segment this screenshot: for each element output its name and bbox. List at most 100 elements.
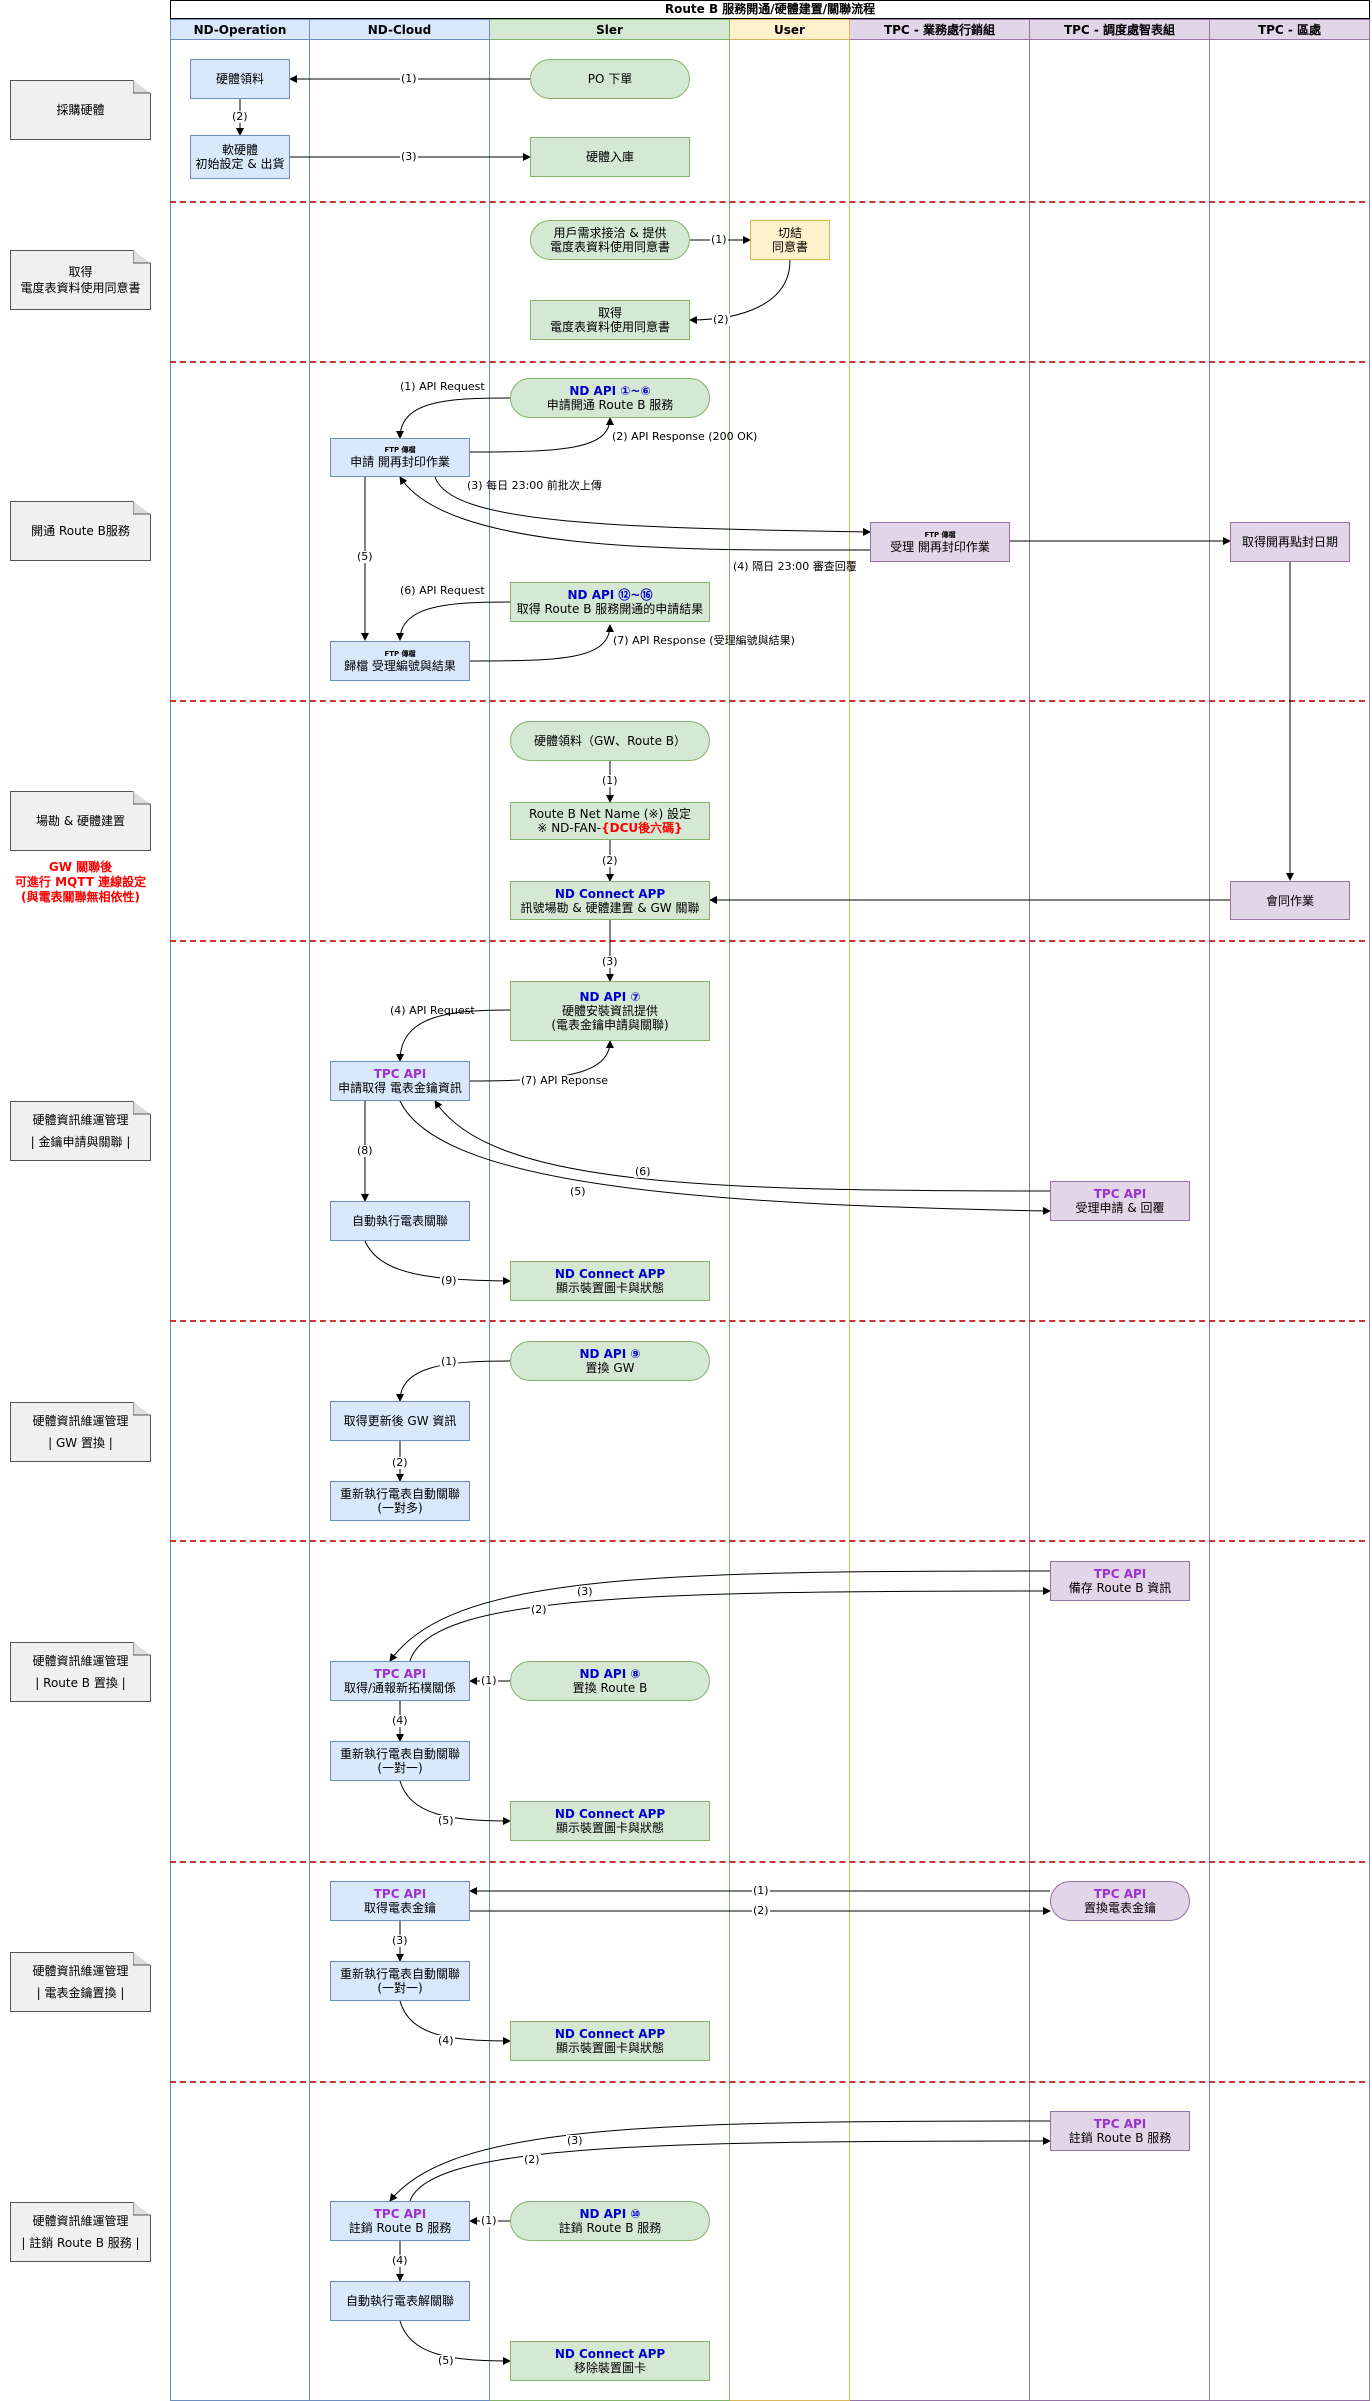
node-text: 申請取得 電表金鑰資訊 xyxy=(338,1081,462,1095)
node-text: 註銷 Route B 服務 xyxy=(1068,2131,1172,2145)
lane-header: TPC - 區處 xyxy=(1210,20,1369,40)
node-head: TPC API xyxy=(1093,1567,1147,1581)
node-text: 硬體領料（GW、Route B） xyxy=(533,734,687,748)
node-text: 置換 Route B xyxy=(572,1681,648,1695)
relink-one-box: 重新執行電表自動關聯(一對一) xyxy=(330,1961,470,2001)
get-seal-date-box: 取得開再點封日期 xyxy=(1230,522,1350,562)
node-text: 註銷 Route B 服務 xyxy=(558,2221,662,2235)
node-text: 備存 Route B 資訊 xyxy=(1068,1581,1172,1595)
node-text: (一對一) xyxy=(377,1981,423,1995)
node-text: 電度表資料使用同意書 xyxy=(549,240,670,254)
phase-separator xyxy=(170,361,1365,363)
edge-label: (3) 每日 23:00 前批次上傳 xyxy=(467,479,602,492)
edge-label: (3) xyxy=(576,1585,594,1598)
node-head: ND Connect APP xyxy=(554,886,666,901)
note-line: | 電表金鑰置換 | xyxy=(36,1986,125,2000)
phase-note-consent: 取得電度表資料使用同意書 xyxy=(10,250,151,310)
edge-label: (1) API Request xyxy=(400,380,485,393)
node-head: FTP 傳檔 xyxy=(384,446,416,454)
phase-note-key-link: 硬體資訊維運管理| 金鑰申請與關聯 | xyxy=(10,1101,151,1161)
edge-label: (4) xyxy=(391,1714,409,1727)
edge-label: (3) xyxy=(601,955,619,968)
node-text: 自動執行電表關聯 xyxy=(351,1214,448,1228)
edge-label: (5) xyxy=(569,1185,587,1198)
node-head: TPC API xyxy=(1093,1187,1147,1201)
diagram-title: Route B 服務開通/硬體建置/關聯流程 xyxy=(170,0,1370,19)
lane-header: User xyxy=(730,20,849,40)
node-head: ND API ⑫~⑯ xyxy=(567,588,653,602)
edge-label: (5) xyxy=(356,550,374,563)
note-line: 硬體資訊維運管理 xyxy=(32,1654,129,1668)
node-text: 申請開通 Route B 服務 xyxy=(546,398,674,412)
edge-label: (5) xyxy=(437,2354,455,2367)
phase-separator xyxy=(170,201,1365,203)
edge-label: (6) API Request xyxy=(400,584,485,597)
node-text: 受理 開再封印作業 xyxy=(890,539,990,554)
edge-label: (7) API Reponse xyxy=(520,1074,610,1087)
node-text: 硬體安裝資訊提供 xyxy=(561,1004,658,1018)
arrow-api-response xyxy=(469,417,614,453)
node-text: ※ ND-FAN- xyxy=(537,821,602,835)
node-text: 自動執行電表解關聯 xyxy=(345,2294,454,2308)
node-text: 置換電表金鑰 xyxy=(1083,1901,1156,1915)
arrow-unlink-to-connect5 xyxy=(399,2320,511,2365)
node-text: 註銷 Route B 服務 xyxy=(348,2221,452,2235)
node-text: PO 下單 xyxy=(587,72,633,86)
note-line: GW 關聯後 xyxy=(48,860,113,874)
lane-header: ND-Cloud xyxy=(310,20,489,40)
arrow-ftp-reply xyxy=(399,476,871,551)
lane-sler: Sler xyxy=(490,19,730,2401)
phase-note-site-survey: 場勘 & 硬體建置 xyxy=(10,791,151,851)
node-text: (一對一) xyxy=(377,1761,423,1775)
lane-header: ND-Operation xyxy=(171,20,309,40)
note-line: 硬體資訊維運管理 xyxy=(32,1414,129,1428)
node-head: ND API ⑧ xyxy=(579,1667,641,1681)
relink-many-box: 重新執行電表自動關聯(一對多) xyxy=(330,1481,470,1521)
node-text: 取得/通報新拓樸關係 xyxy=(343,1681,457,1695)
edge-label: (2) xyxy=(712,313,730,326)
lane-tpc-district: TPC - 區處 xyxy=(1210,19,1370,2401)
edge-label: (4) 隔日 23:00 審查回覆 xyxy=(733,560,857,573)
node-text: 顯示裝置圖卡與狀態 xyxy=(555,1281,664,1295)
node-text: 訊號場勘 & 硬體建置 & GW 關聯 xyxy=(520,900,700,915)
edge-label: (7) API Response (受理編號與結果) xyxy=(613,634,795,647)
edge-label: (2) xyxy=(752,1904,770,1917)
node-text: 切結 xyxy=(777,226,802,240)
node-text: 取得電表金鑰 xyxy=(363,1901,436,1915)
node-text: 歸檔 受理編號與結果 xyxy=(344,658,456,673)
hw-pick2-terminal: 硬體領料（GW、Route B） xyxy=(510,721,710,761)
auto-link-box: 自動執行電表關聯 xyxy=(330,1201,470,1241)
node-text: 電度表資料使用同意書 xyxy=(549,320,670,334)
get-consent-box: 取得電度表資料使用同意書 xyxy=(530,300,690,340)
arrow-result-request xyxy=(396,601,511,641)
node-head: ND Connect APP xyxy=(554,2347,666,2361)
node-head: TPC API xyxy=(1093,2117,1147,2131)
edge-label: (2) xyxy=(231,110,249,123)
node-head: ND API ⑨ xyxy=(579,1347,641,1361)
node-text: 會同作業 xyxy=(1265,893,1314,908)
note-line: | Route B 置換 | xyxy=(35,1676,126,1690)
node-head: TPC API xyxy=(373,1887,427,1901)
node-text: 取得更新後 GW 資訊 xyxy=(343,1414,457,1428)
hw-stock-in-box: 硬體入庫 xyxy=(530,137,690,177)
node-text: 取得開再點封日期 xyxy=(1241,535,1338,549)
note-line: 硬體資訊維運管理 xyxy=(32,2214,129,2228)
edge-label: (1) xyxy=(480,1674,498,1687)
phase-separator xyxy=(170,700,1365,702)
node-head: ND API ⑦ xyxy=(579,990,641,1004)
arrow-topo-to-backup xyxy=(409,1587,1051,1662)
node-head: TPC API xyxy=(1093,1887,1147,1901)
edge-label: (6) xyxy=(634,1165,652,1178)
phase-separator xyxy=(170,1540,1365,1542)
node-head: ND Connect APP xyxy=(554,2027,666,2041)
node-head: TPC API xyxy=(373,1667,427,1681)
